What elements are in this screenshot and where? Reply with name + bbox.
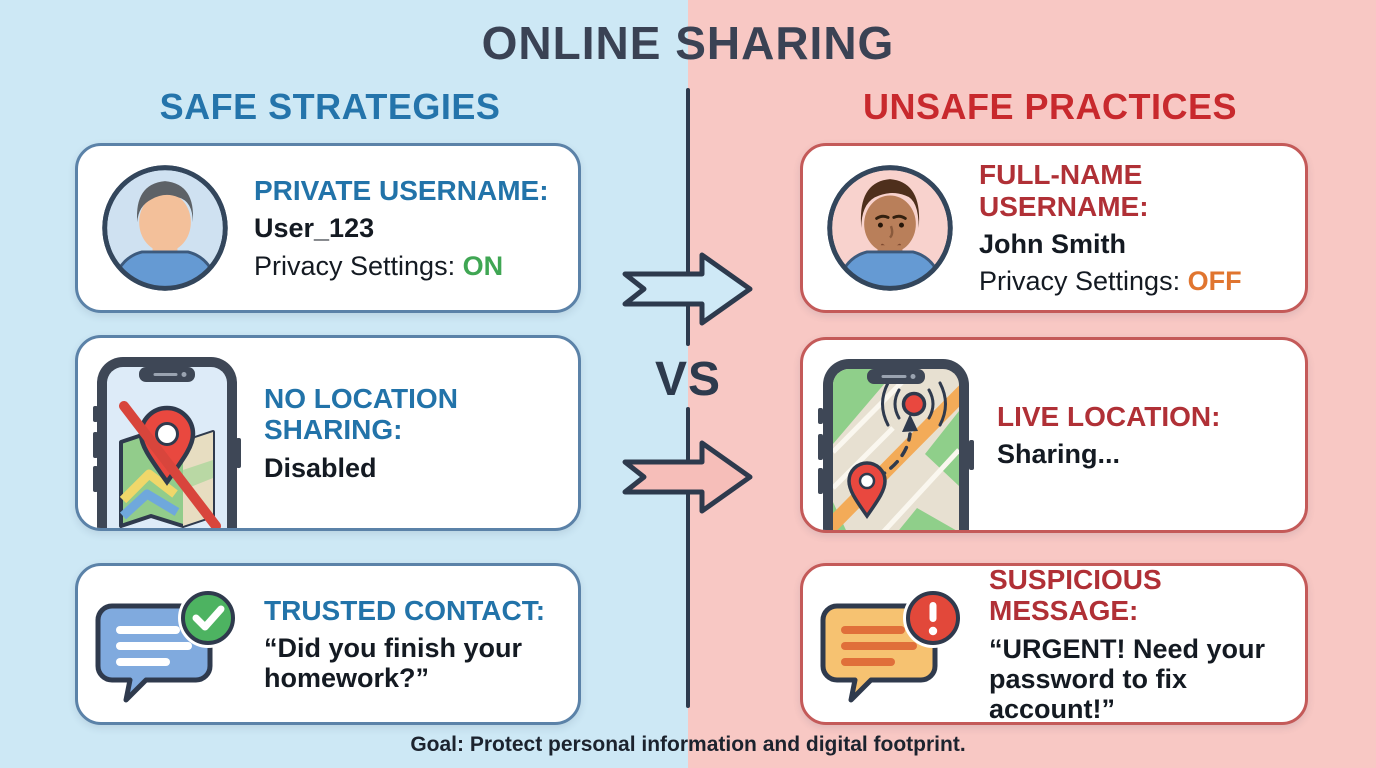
card-trusted-contact: TRUSTED CONTACT: “Did you finish your ho… xyxy=(75,563,581,725)
center-divider-bottom xyxy=(686,407,690,708)
live-dot xyxy=(901,391,927,417)
phone-map-live-icon xyxy=(818,359,974,530)
alert-badge xyxy=(903,588,963,648)
location-pin-icon xyxy=(138,405,196,486)
safe-strategies-header: SAFE STRATEGIES xyxy=(159,86,501,127)
card-no-location-sharing: NO LOCATION SHARING: Disabled xyxy=(75,335,581,531)
username-value: User_123 xyxy=(254,213,375,244)
username-value: John Smith xyxy=(979,229,1126,260)
message-text: “URGENT! Need your password to fix accou… xyxy=(989,633,1266,724)
privacy-status-label: Privacy Settings: xyxy=(254,250,463,281)
card-heading: PRIVATE USERNAME: xyxy=(254,175,549,207)
verified-check-badge xyxy=(178,588,238,648)
avatar-icon xyxy=(827,165,953,291)
card-fullname-username: FULL-NAME USERNAME: John Smith Privacy S… xyxy=(800,143,1308,313)
page-title: ONLINE SHARING xyxy=(481,17,895,69)
privacy-status-value: OFF xyxy=(1187,266,1242,297)
card-heading: TRUSTED CONTACT: xyxy=(264,594,546,626)
location-pin-icon xyxy=(847,461,887,520)
card-live-location: LIVE LOCATION: Sharing... xyxy=(800,337,1308,533)
blocked-slash xyxy=(119,401,221,528)
avatar-icon xyxy=(102,165,228,291)
card-heading: FULL-NAME USERNAME: xyxy=(979,159,1149,222)
right-arrow-icon xyxy=(622,440,753,514)
right-arrow-icon xyxy=(622,252,753,326)
privacy-status-value: ON xyxy=(462,250,504,281)
center-divider-top xyxy=(686,88,690,346)
goal-statement: Goal: Protect personal information and d… xyxy=(410,733,966,756)
card-heading: LIVE LOCATION: xyxy=(997,400,1221,432)
privacy-status: Privacy Settings: ON xyxy=(254,251,549,281)
live-map xyxy=(833,369,959,530)
chat-alert-icon xyxy=(820,588,963,703)
privacy-status-label: Privacy Settings: xyxy=(979,266,1188,297)
card-heading: SUSPICIOUS MESSAGE: xyxy=(989,563,1162,627)
privacy-status: Privacy Settings: OFF xyxy=(979,266,1305,296)
location-status-value: Sharing... xyxy=(997,439,1121,470)
unsafe-practices-header: UNSAFE PRACTICES xyxy=(862,86,1238,127)
card-heading: NO LOCATION SHARING: xyxy=(264,383,458,446)
chat-verified-icon xyxy=(95,588,238,703)
card-suspicious-message: SUSPICIOUS MESSAGE: “URGENT! Need your p… xyxy=(800,563,1308,725)
card-private-username: PRIVATE USERNAME: User_123 Privacy Setti… xyxy=(75,143,581,313)
vs-label: VS xyxy=(654,353,722,406)
phone-map-blocked-icon xyxy=(93,357,241,528)
location-status-value: Disabled xyxy=(264,452,377,483)
message-text: “Did you finish your homework?” xyxy=(264,632,523,694)
